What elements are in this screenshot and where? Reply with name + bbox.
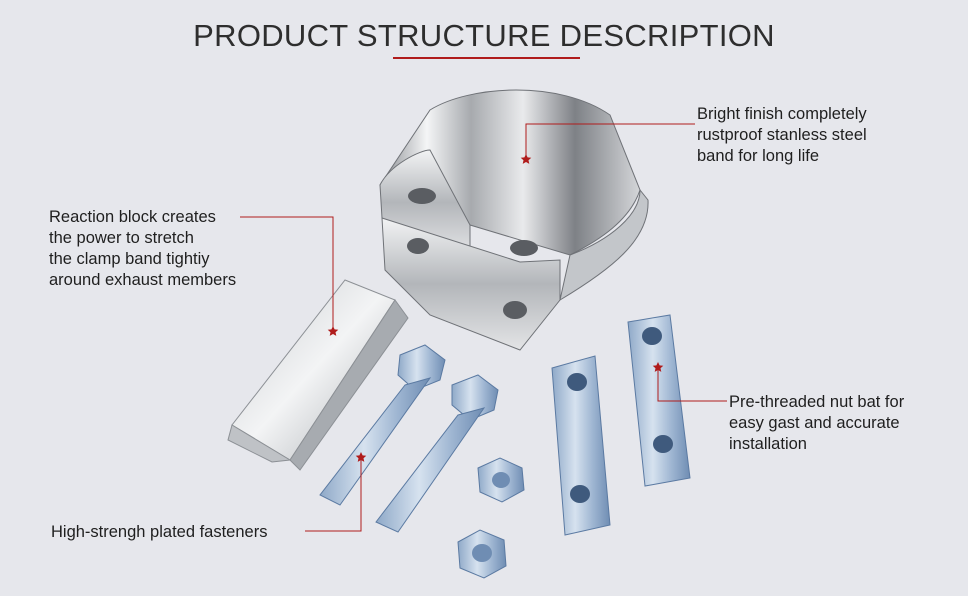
bolt-right-illustration	[375, 374, 499, 533]
star-marker-icon	[355, 452, 367, 462]
callout-line: around exhaust members	[49, 271, 237, 289]
callout-line: easy gast and accurate	[729, 414, 900, 432]
callout-line: rustproof stanless steel	[697, 126, 867, 144]
bolt-left-illustration	[319, 344, 446, 506]
callout-line: Pre-threaded nut bat for	[729, 393, 905, 411]
callout-fasteners: High-strengh plated fasteners	[51, 522, 267, 543]
leader-line-reaction	[240, 216, 334, 330]
callout-line: the power to stretch	[49, 229, 194, 247]
callout-line: High-strengh plated fasteners	[51, 523, 268, 541]
star-marker-icon	[652, 362, 664, 372]
star-marker-icon	[327, 326, 339, 336]
leader-line-nut	[657, 366, 727, 402]
nut-bar-left-illustration	[551, 355, 611, 536]
nut-bottom-illustration	[457, 529, 507, 579]
callout-steel-band: Bright finish completely rustproof stanl…	[697, 104, 867, 167]
callout-line: Bright finish completely	[697, 105, 867, 123]
clamp-band-illustration	[379, 89, 649, 351]
callout-reaction-block: Reaction block creates the power to stre…	[49, 207, 236, 291]
leader-line-steel	[525, 123, 695, 158]
star-marker-icon	[520, 154, 532, 164]
page-title: PRODUCT STRUCTURE DESCRIPTION	[193, 18, 775, 53]
callout-nut-bar: Pre-threaded nut bat for easy gast and a…	[729, 392, 904, 455]
callout-line: band for long life	[697, 147, 820, 165]
callout-line: Reaction block creates	[49, 208, 216, 226]
title-underline	[393, 57, 580, 59]
leader-line-fasteners	[305, 456, 362, 532]
nut-top-illustration	[477, 457, 525, 503]
callout-line: installation	[729, 435, 807, 453]
reaction-block-illustration	[227, 279, 409, 471]
callout-line: the clamp band tightiy	[49, 250, 210, 268]
